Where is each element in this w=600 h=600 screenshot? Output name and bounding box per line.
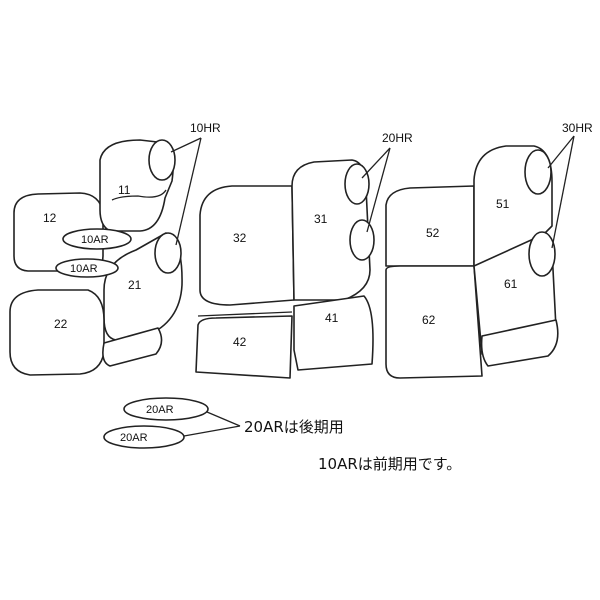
- label-12: 12: [43, 211, 57, 225]
- part-32: [199, 185, 295, 306]
- armrest-20ar-lower: [103, 425, 185, 449]
- label-52: 52: [426, 226, 440, 240]
- label-20ar-lower: 20AR: [120, 432, 148, 444]
- part-22: [9, 289, 105, 376]
- part-41: [293, 295, 374, 371]
- leader-20hr-a: [361, 147, 391, 179]
- headrest-61: [528, 231, 556, 277]
- label-21: 21: [128, 278, 142, 292]
- part-42-strip: [197, 311, 293, 317]
- label-10ar-upper: 10AR: [81, 234, 109, 246]
- middle-seat-group: [195, 147, 391, 379]
- front-seat-group: [9, 137, 202, 376]
- part-61-flap: [480, 319, 559, 367]
- headrest-31-lower: [349, 219, 375, 261]
- note-rear-period: 20ARは後期用: [244, 418, 344, 436]
- note-front-period: 10ARは前期用です。: [318, 455, 462, 473]
- rear-seat-group: [385, 135, 575, 379]
- leader-20ar-a: [206, 411, 241, 427]
- leader-30hr-a: [547, 135, 575, 169]
- leader-30hr-b: [551, 135, 575, 249]
- leader-20hr-b: [366, 147, 391, 233]
- legend-armrests: [103, 397, 241, 449]
- part-12: [13, 192, 104, 272]
- headrest-21: [154, 232, 182, 274]
- label-22: 22: [54, 317, 68, 331]
- headrest-11: [148, 139, 176, 181]
- part-62: [385, 265, 483, 379]
- label-41: 41: [325, 311, 339, 325]
- label-10hr: 10HR: [190, 121, 221, 135]
- label-51: 51: [496, 197, 510, 211]
- label-11: 11: [118, 183, 131, 197]
- label-20ar-upper: 20AR: [146, 404, 174, 416]
- label-20hr: 20HR: [382, 131, 413, 145]
- leader-10hr-a: [170, 137, 202, 153]
- part-42: [195, 315, 293, 379]
- headrest-51: [524, 149, 552, 195]
- label-30hr: 30HR: [562, 121, 593, 135]
- part-21-flap: [102, 327, 163, 367]
- label-62: 62: [422, 313, 436, 327]
- label-32: 32: [233, 231, 247, 245]
- headrest-31-upper: [344, 163, 370, 205]
- armrest-10ar-lower: [55, 258, 119, 278]
- label-61: 61: [504, 277, 518, 291]
- part-11-edge: [111, 189, 167, 201]
- label-42: 42: [233, 335, 247, 349]
- armrest-10ar-upper: [62, 228, 132, 250]
- leader-20ar-b: [183, 425, 241, 437]
- label-31: 31: [314, 212, 328, 226]
- label-10ar-lower: 10AR: [70, 263, 98, 275]
- leader-10hr-b: [175, 137, 202, 246]
- armrest-20ar-upper: [123, 397, 209, 421]
